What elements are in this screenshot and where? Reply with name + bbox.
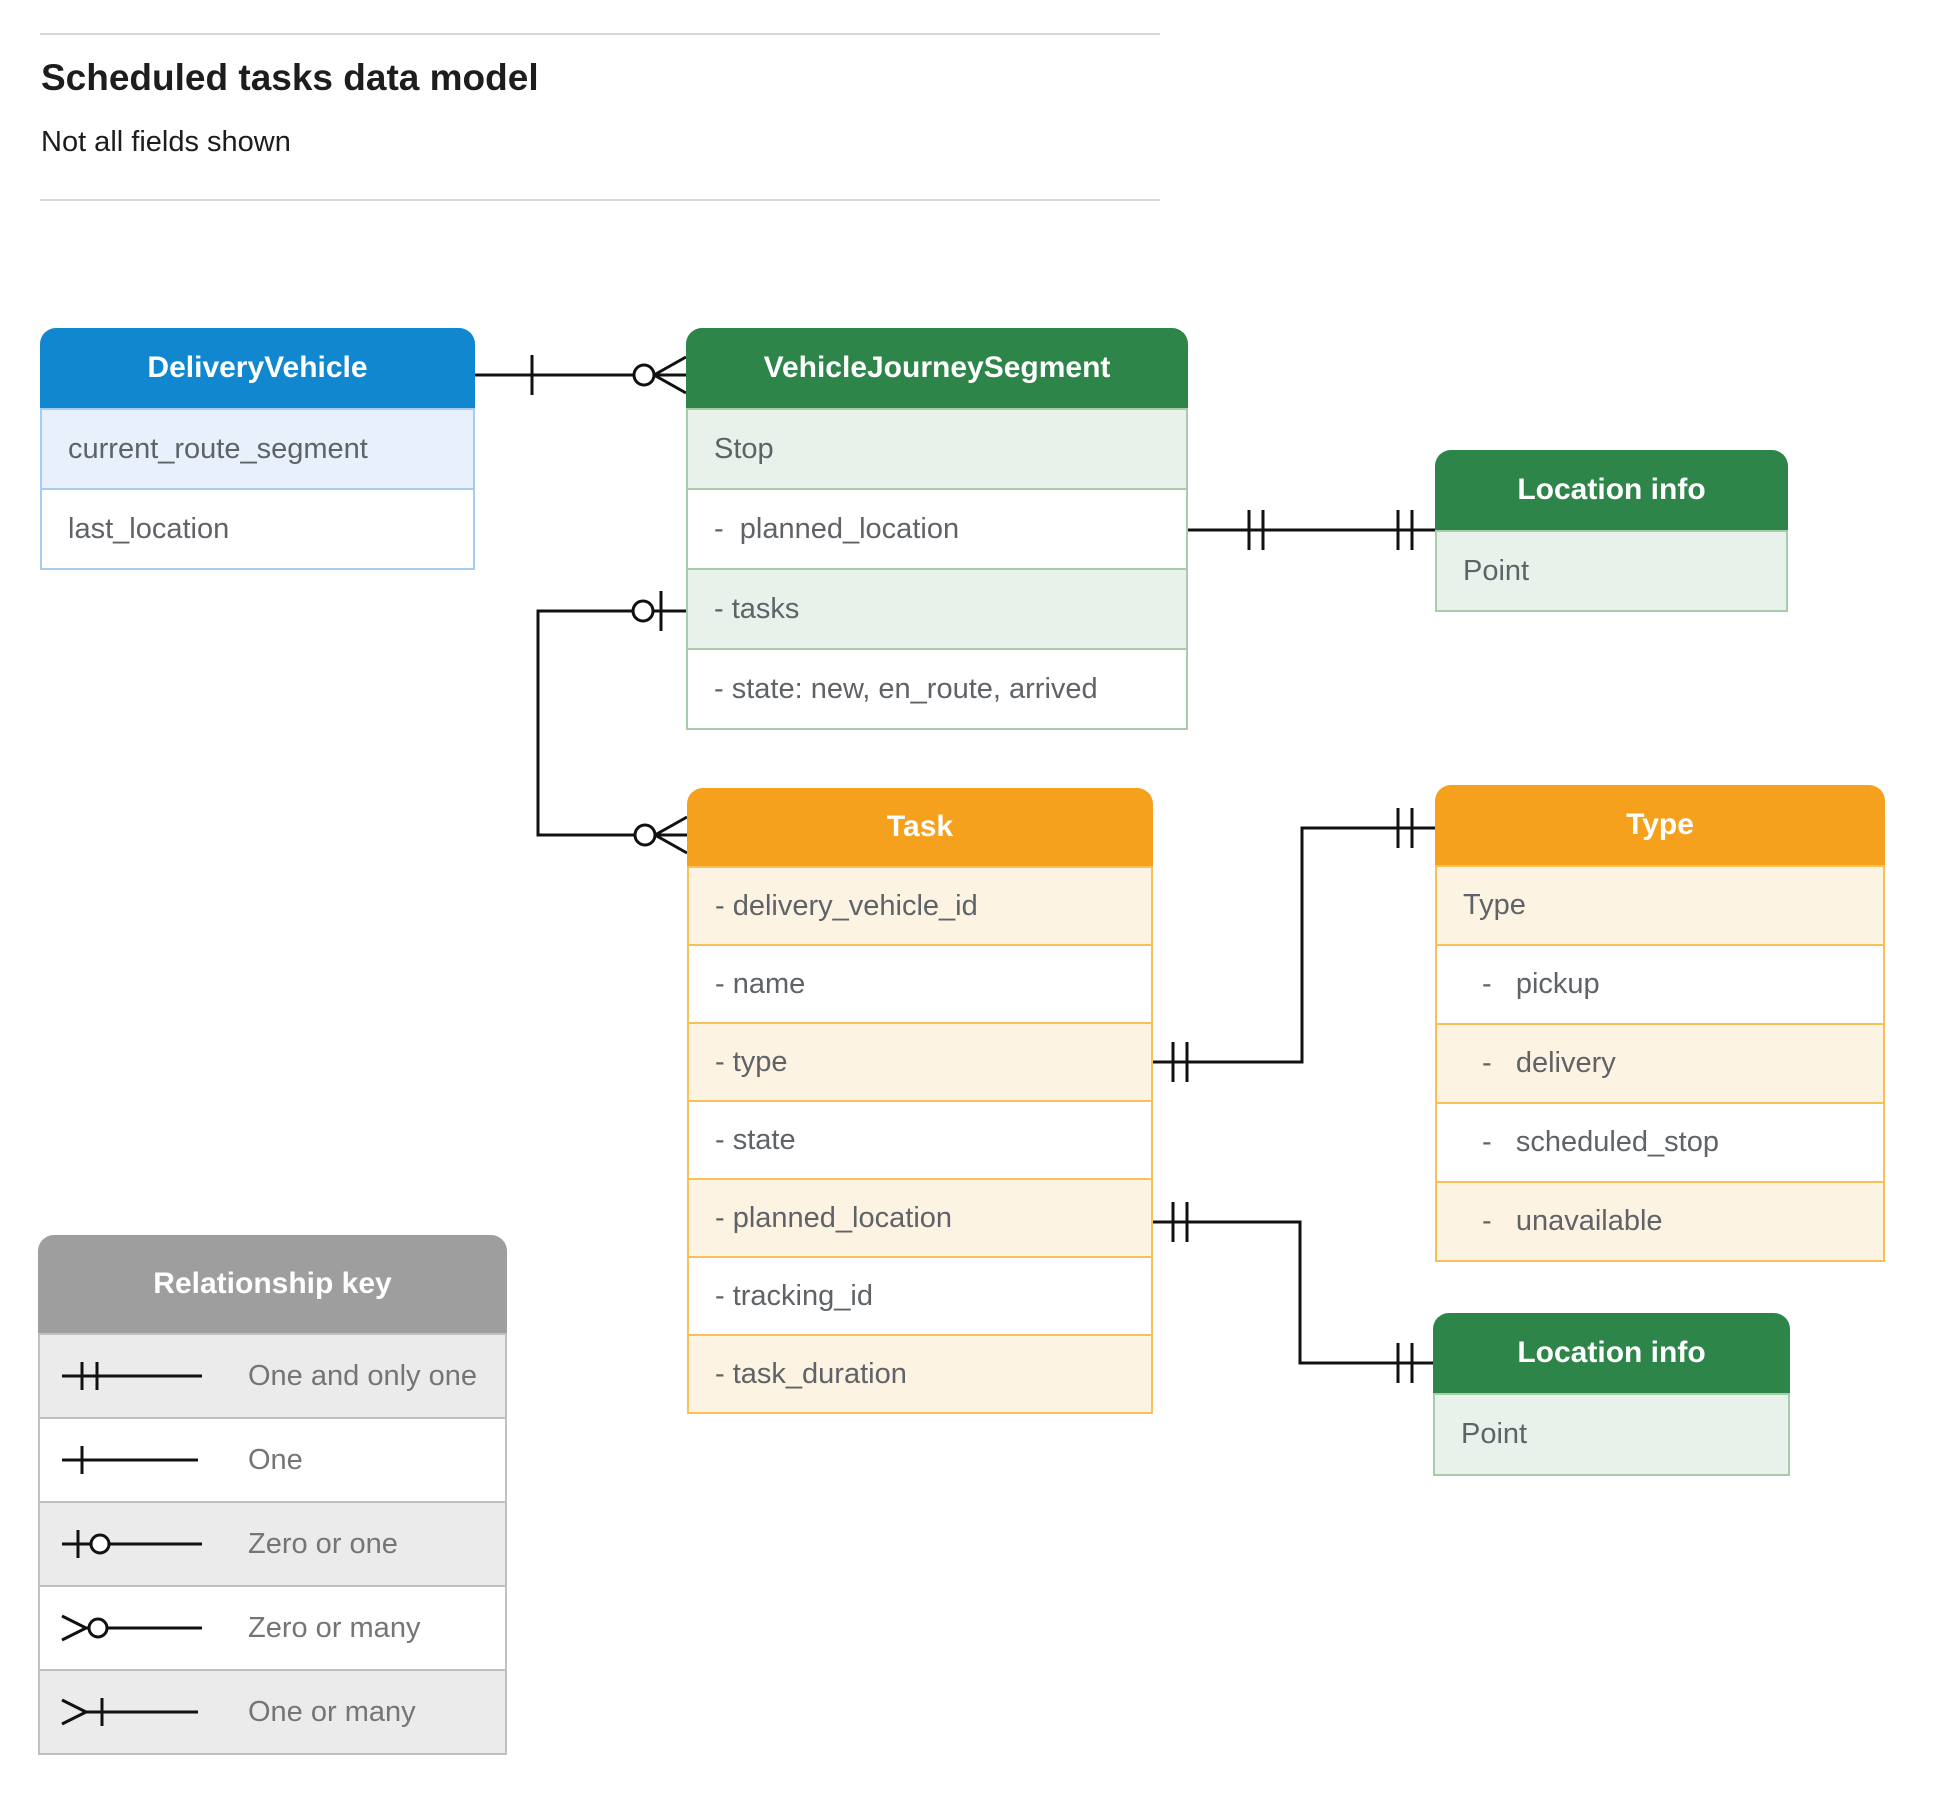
legend-label: One and only one xyxy=(248,1359,477,1392)
entity-title: Location info xyxy=(1517,473,1706,506)
legend-label: One xyxy=(248,1443,303,1476)
field-label: - type xyxy=(715,1045,788,1078)
field-label: last_location xyxy=(68,512,230,545)
legend-row: One or many xyxy=(38,1669,507,1755)
field-row: Point xyxy=(1433,1393,1790,1476)
field-row: - type xyxy=(687,1022,1153,1102)
connector-plannedlocation-locationinfo xyxy=(1188,510,1435,550)
relationship-key-header: Relationship key xyxy=(38,1235,507,1333)
field-label: - pickup xyxy=(1482,968,1600,1000)
entity-header: VehicleJourneySegment xyxy=(686,328,1188,408)
field-row: - scheduled_stop xyxy=(1435,1102,1885,1183)
entity-location-info-top: Location info Point xyxy=(1435,450,1788,612)
field-label: - unavailable xyxy=(1482,1205,1663,1237)
entity-vehicle-journey-segment: VehicleJourneySegment Stop - planned_loc… xyxy=(686,328,1188,730)
legend-row: One xyxy=(38,1417,507,1503)
top-divider xyxy=(40,33,1160,35)
field-row: - delivery_vehicle_id xyxy=(687,866,1153,946)
field-row: - tasks xyxy=(686,568,1188,650)
connector-tasks-task xyxy=(536,591,688,855)
entity-location-info-bottom: Location info Point xyxy=(1433,1313,1790,1476)
field-row: Point xyxy=(1435,530,1788,612)
field-label: - delivery xyxy=(1482,1047,1616,1079)
entity-task: Task - delivery_vehicle_id - name - type… xyxy=(687,788,1153,1414)
field-row: Type xyxy=(1435,865,1885,946)
field-row: last_location xyxy=(40,488,475,570)
field-label: - tracking_id xyxy=(715,1279,873,1312)
page-title: Scheduled tasks data model xyxy=(41,57,539,98)
entity-title: VehicleJourneySegment xyxy=(763,351,1111,384)
entity-header: Task xyxy=(687,788,1153,866)
field-label: - scheduled_stop xyxy=(1482,1126,1719,1158)
field-label: Type xyxy=(1463,889,1526,921)
field-row: Stop xyxy=(686,408,1188,490)
relationship-key: Relationship key One and only one One Ze… xyxy=(38,1235,507,1755)
field-label: - delivery_vehicle_id xyxy=(715,889,978,922)
legend-label: One or many xyxy=(248,1695,416,1728)
field-row: - planned_location xyxy=(686,488,1188,570)
field-row: - unavailable xyxy=(1435,1181,1885,1262)
zero-or-one-icon xyxy=(62,1530,202,1558)
connector-taskplannedlocation-locationinfo xyxy=(1153,1202,1433,1383)
zero-or-many-icon xyxy=(61,1614,202,1642)
entity-title: DeliveryVehicle xyxy=(147,351,368,384)
field-label: Point xyxy=(1463,554,1530,587)
field-label: - planned_location xyxy=(715,1201,953,1234)
entity-delivery-vehicle: DeliveryVehicle current_route_segment la… xyxy=(40,328,475,570)
entity-type: Type Type - pickup - delivery - schedule… xyxy=(1435,785,1885,1262)
entity-title: Task xyxy=(886,810,954,843)
field-row: - pickup xyxy=(1435,944,1885,1025)
field-label: - state: new, en_route, arrived xyxy=(714,672,1098,705)
one-icon xyxy=(62,1446,198,1474)
field-row: current_route_segment xyxy=(40,408,475,490)
field-row: - task_duration xyxy=(687,1334,1153,1414)
one-or-many-icon xyxy=(61,1698,198,1726)
legend-row: Zero or one xyxy=(38,1501,507,1587)
field-label: - state xyxy=(715,1123,796,1156)
field-label: - name xyxy=(715,967,806,1000)
legend-row: One and only one xyxy=(38,1333,507,1419)
field-row: - delivery xyxy=(1435,1023,1885,1104)
legend-label: Zero or many xyxy=(248,1611,421,1644)
field-row: - tracking_id xyxy=(687,1256,1153,1336)
field-label: Point xyxy=(1461,1418,1528,1450)
entity-header: Type xyxy=(1435,785,1885,865)
legend-label: Zero or one xyxy=(248,1527,398,1560)
legend-row: Zero or many xyxy=(38,1585,507,1671)
one-and-only-one-icon xyxy=(62,1362,202,1390)
entity-header: Location info xyxy=(1435,450,1788,530)
connector-deliveryvehicle-vehiclejourneysegment xyxy=(475,355,687,395)
field-label: current_route_segment xyxy=(68,432,368,465)
field-label: - task_duration xyxy=(715,1357,907,1390)
entity-header: Location info xyxy=(1433,1313,1790,1393)
field-row: - name xyxy=(687,944,1153,1024)
field-label: - tasks xyxy=(714,592,800,625)
field-label: Stop xyxy=(714,432,774,465)
page-subtitle: Not all fields shown xyxy=(41,126,291,158)
entity-title: Location info xyxy=(1517,1336,1706,1369)
field-label: - planned_location xyxy=(714,512,960,545)
field-row: - state: new, en_route, arrived xyxy=(686,648,1188,730)
connector-tasktype-type xyxy=(1153,808,1435,1082)
field-row: - state xyxy=(687,1100,1153,1180)
entity-header: DeliveryVehicle xyxy=(40,328,475,408)
subtitle-divider xyxy=(40,199,1160,201)
entity-title: Type xyxy=(1626,808,1694,841)
field-row: - planned_location xyxy=(687,1178,1153,1258)
relationship-key-title: Relationship key xyxy=(153,1267,392,1300)
